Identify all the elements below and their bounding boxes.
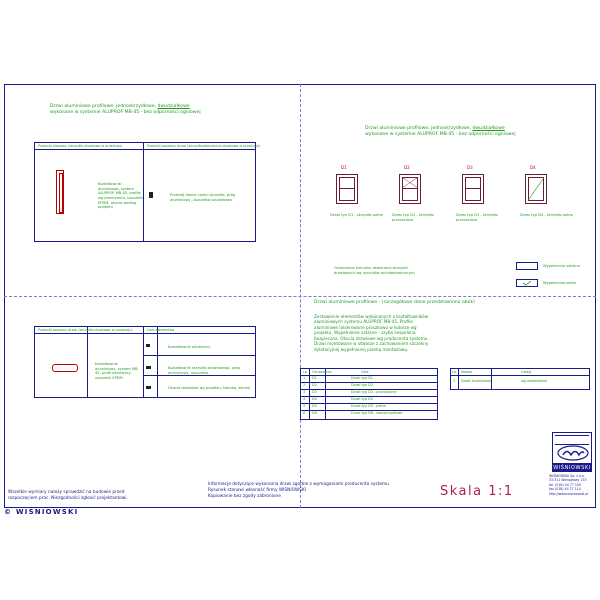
brand-footer: © WIŚNIOWSKI [4,508,79,516]
door-caption: Drzwi typ D4 - skrzydło pełne [520,213,573,217]
col-divider [491,369,492,389]
cell: Drzwi aluminiowe [461,379,492,383]
legend-swatch-glass [516,262,538,270]
scale-label: Skala 1:1 [440,484,514,499]
company-logo [552,432,592,464]
cell: Drzwi typ D1 [351,376,373,380]
col-head: Uwagi [521,369,532,374]
door-d2 [399,174,421,204]
title-subtext: wykonane w systemie ALUPROF MB-45 - bez … [365,132,516,138]
row-divider [143,375,255,376]
row-text: Kształtownik skrzydła drzwiowego, próg a… [168,366,240,375]
door-d3 [462,174,484,204]
left-description: Kształtownik aluminiowy, system MB-45, p… [95,362,139,381]
horizontal-divider [4,296,596,297]
door-caption: Drzwi typ D1 - skrzydło pełne [330,213,383,217]
header-right: Przekrój poziomy drzwi (skrzydło/ościeżn… [147,143,261,148]
middle-footer-note: Informacje dotyczące wykonania drzwi zgo… [208,482,389,499]
opening-note: Oznaczenia kierunku otwierania skrzydeł … [334,266,415,275]
cell: Drzwi typ D6 - dwuskrzydłowe [351,411,403,415]
cell: 3 [303,390,306,394]
title-link[interactable]: dwudziałkowe [157,104,190,109]
left-description: Kształtowniki aluminiowe, system ALUPROF… [98,182,144,210]
bottom-right-title: Drzwi aluminiowe profilowe - (szczegółow… [314,300,475,305]
table-header [35,143,255,150]
cell: wg zestawienia [521,379,548,383]
col-head: Nazwa [461,369,473,374]
title-subtext: wykonane w systemie ALUPROF MB-45 - bez … [50,110,201,116]
table-divider [143,143,144,241]
cell: D6 [312,411,317,415]
cell: D1 [312,376,317,380]
profile-icon [146,366,151,369]
cell: 5 [303,404,306,408]
row-text: Kształtownik ościeżnicy [168,345,211,349]
cell: Drzwi typ D3 - przeszklone [351,390,397,394]
right-description: Przekrój dolnej części skrzydła, próg al… [170,193,236,202]
horizontal-section-drawing [52,364,78,372]
door-caption: Drzwi typ D2 - skrzydło przeszklone [392,213,434,222]
door-tag: D2 [404,165,410,170]
header-right: Opis elementów [147,327,175,332]
cell: 1 [453,379,456,383]
cell: D3 [312,390,317,394]
col-divider [325,369,326,419]
cell: 6 [303,411,306,415]
col-divider [458,369,459,389]
company-info: WIŚNIOWSKI Sp. z o.o. 33-311 Wielogłowy … [549,474,589,496]
cell: Drzwi typ D5 - pełne [351,404,386,408]
door-d4 [525,174,547,204]
top-left-title: Drzwi aluminiowe profilowe, jednoskrzydł… [50,104,201,116]
col-head: Lp. [303,369,309,374]
table-divider [143,327,144,397]
header-left: Przekrój pionowy (skrzydło drzwiowe w pr… [38,143,123,148]
top-left-table: Przekrój pionowy (skrzydło drzwiowe w pr… [34,142,260,242]
elements-table: Lp. Oznaczenie Opis 1 D1 Drzwi typ D1 2 … [300,368,438,420]
table-divider [157,327,158,397]
door-tag: D1 [341,165,347,170]
company-name: WIŚNIOWSKI [552,464,592,472]
title-text: Drzwi aluminiowe profilowe, jednoskrzydł… [50,104,158,109]
left-footer-note: Wszelkie wymiary należy sprawdzić na bud… [8,490,128,501]
profile-icon [149,192,153,198]
row-divider [143,355,255,356]
description-paragraph: Zestawienie elementów wykonanych z kszta… [314,314,429,352]
cell: D4 [312,397,317,401]
legend-label: Wypełnienie szklane [543,264,580,268]
cell: 1 [303,376,306,380]
cell: 2 [303,383,306,387]
table-divider [87,327,88,397]
title-link[interactable]: dwudziałkowe [472,126,505,131]
door-tag: D3 [467,165,473,170]
title-text: Drzwi aluminiowe profilowe, jednoskrzydł… [365,126,473,131]
row-text: Okucia drzwiowe wg projektu, klamka, zam… [168,386,251,390]
door-d1 [336,174,358,204]
vertical-section-drawing [56,170,64,214]
col-head: Opis [361,369,369,374]
door-caption: Drzwi typ D3 - skrzydło przeszklone [456,213,498,222]
legend-swatch-solid [516,279,538,287]
header-left: Przekrój poziomy drzwi (skrzydło drzwiow… [38,327,133,332]
cell: D5 [312,404,317,408]
cell: D2 [312,383,317,387]
col-head: Lp. [452,369,458,374]
col-head: Oznaczenie [312,369,332,374]
table-header [35,327,255,334]
cell: Drzwi typ D4 [351,397,373,401]
top-right-title: Drzwi aluminiowe profilowe, jednoskrzydł… [365,126,516,138]
profile-icon [146,386,151,389]
door-tag: D4 [530,165,536,170]
profile-icon [146,344,150,347]
bottom-left-table: Przekrój poziomy drzwi (skrzydło drzwiow… [34,326,256,398]
col-divider [309,369,310,419]
cell: 4 [303,397,306,401]
legend-label: Wypełnienie pełne [543,281,577,285]
cell: Drzwi typ D2 [351,383,373,387]
side-table: Lp. Nazwa Uwagi 1 Drzwi aluminiowe wg ze… [450,368,590,390]
